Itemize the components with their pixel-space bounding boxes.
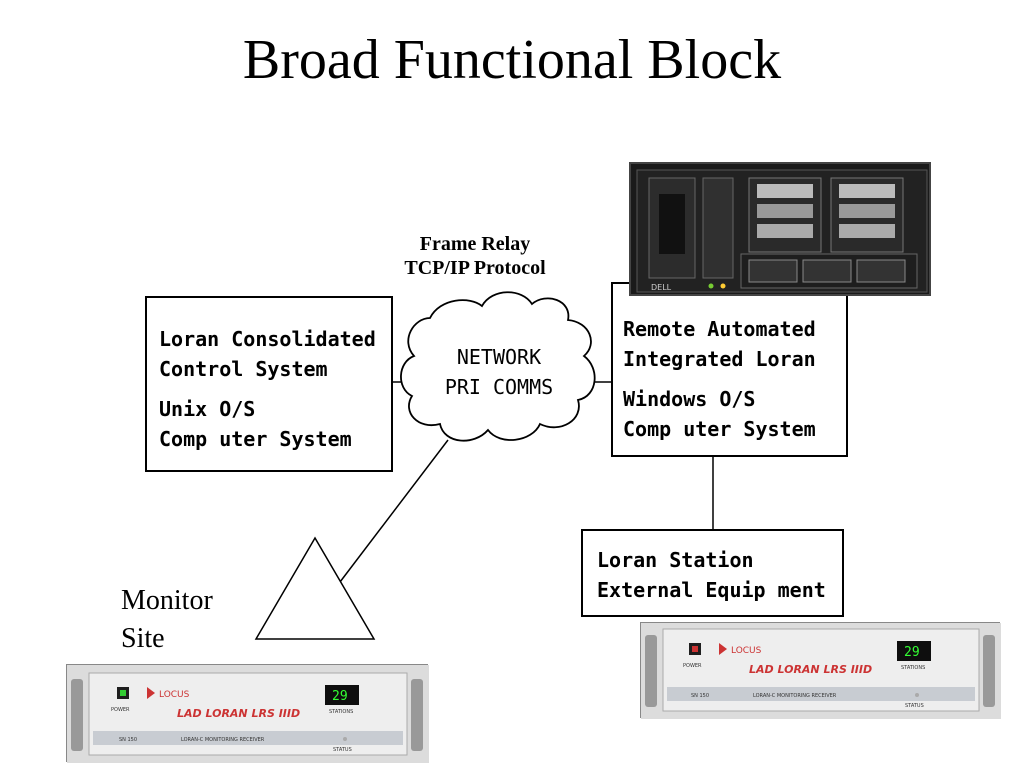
network-protocol-line2: TCP/IP Protocol — [404, 257, 546, 279]
left-box-line3: Unix O/S — [159, 397, 256, 421]
monitor-site-line1: Monitor — [121, 585, 213, 616]
left-box-line4: Comp uter System — [159, 427, 352, 451]
slide-title: Broad Functional Block — [242, 29, 782, 91]
monitor-site-label: Monitor Site — [121, 582, 213, 658]
left-display-text: 29 — [332, 689, 348, 704]
right-tag-text: SN 150 — [691, 693, 709, 699]
network-cloud-shape — [400, 291, 596, 442]
network-cloud-line2: PRI COMMS — [444, 375, 554, 399]
left-box-line2: Control System — [159, 357, 328, 381]
left-model-text: LAD LORAN LRS IIID — [177, 707, 300, 720]
right-box-line4: Comp uter System — [623, 417, 816, 441]
connector-network-monitor — [339, 439, 449, 583]
right-power-label: POWER — [683, 663, 702, 669]
right-box-line3: Windows O/S — [623, 387, 756, 411]
right-status-label: STATUS — [905, 703, 924, 709]
left-power-label: POWER — [111, 707, 130, 713]
receiver-panel-right-image: POWER LOCUS LAD LORAN LRS IIID 29 STATIO… — [640, 622, 1001, 719]
left-box-line1: Loran Consolidated — [159, 327, 376, 351]
loran-station-equipment-box: Loran Station External Equip ment — [581, 529, 844, 617]
station-box-line1: Loran Station — [597, 548, 754, 572]
right-box-line2: Integrated Loran — [623, 347, 816, 371]
left-station-label: STATIONS — [329, 709, 353, 715]
right-brand-text: LOCUS — [731, 646, 762, 656]
receiver-panel-left-image: POWER LOCUS LAD LORAN LRS IIID 29 STATIO… — [66, 664, 429, 763]
network-protocol-line1: Frame Relay — [419, 233, 531, 255]
left-brand-text: LOCUS — [159, 690, 190, 700]
right-model-text: LAD LORAN LRS IIID — [749, 663, 872, 676]
left-tag-text: SN 150 — [119, 737, 137, 743]
right-box-line1: Remote Automated — [623, 317, 816, 341]
loran-consolidated-control-box: Loran Consolidated Control System Unix O… — [145, 296, 393, 472]
monitor-site-triangle — [254, 536, 376, 640]
server-rack-image: DELL — [629, 162, 931, 296]
network-cloud-line1: NETWORK — [456, 345, 542, 369]
network-protocol-label: Frame Relay TCP/IP Protocol — [380, 232, 570, 280]
left-subtitle-text: LORAN-C MONITORING RECEIVER — [181, 737, 265, 743]
station-box-line2: External Equip ment — [597, 578, 826, 602]
remote-automated-loran-box: Remote Automated Integrated Loran Window… — [611, 282, 848, 457]
monitor-site-line2: Site — [121, 623, 165, 654]
right-display-text: 29 — [904, 645, 920, 660]
network-cloud-label: NETWORK PRI COMMS — [414, 342, 584, 402]
right-subtitle-text: LORAN-C MONITORING RECEIVER — [753, 693, 837, 699]
right-station-label: STATIONS — [901, 665, 925, 671]
left-status-label: STATUS — [333, 747, 352, 753]
server-brand-text: DELL — [651, 283, 672, 292]
